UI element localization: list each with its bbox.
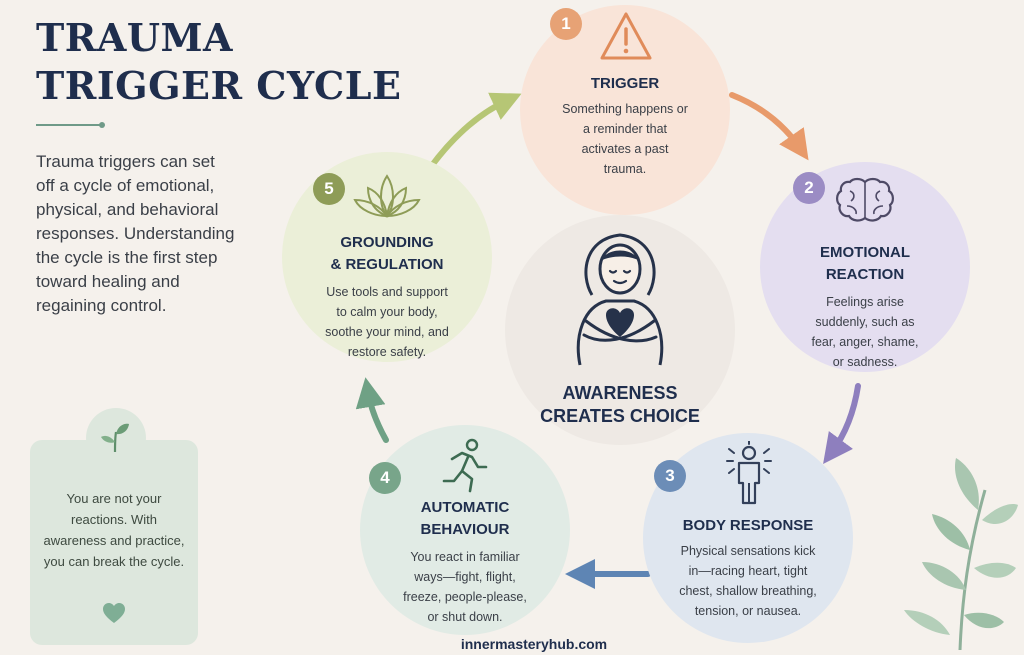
step-trigger: TRIGGER Something happens or a reminder … <box>520 5 730 215</box>
title-line-2: TRIGGER CYCLE <box>36 63 402 108</box>
step-number-badge: 5 <box>313 173 345 205</box>
intro-text: Trauma triggers can set off a cycle of e… <box>36 152 235 315</box>
footer-site: innermasteryhub.com <box>460 636 608 652</box>
center-title-line-2: CREATES CHOICE <box>540 406 700 426</box>
running-person-icon <box>442 438 488 493</box>
step-title-line-1: GROUNDING <box>340 234 434 251</box>
page-title: TRAUMA TRIGGER CYCLE <box>36 14 401 110</box>
step-automatic-behaviour: AUTOMATIC BEHAVIOUR You react in familia… <box>360 425 570 635</box>
self-hug-icon <box>576 233 664 366</box>
step-title-line-2: & REGULATION <box>330 256 444 273</box>
step-description: Feelings arise suddenly, such as fear, a… <box>811 295 919 369</box>
arrow-emotional-to-body <box>823 383 861 465</box>
lotus-icon <box>353 174 421 218</box>
title-divider <box>36 122 105 128</box>
step-title: BODY RESPONSE <box>682 517 814 534</box>
step-title-line-2: REACTION <box>825 266 905 283</box>
step-title-line-1: EMOTIONAL <box>820 244 910 261</box>
center-title-line-1: AWARENESS <box>562 383 678 403</box>
center-title: AWARENESS CREATES CHOICE <box>520 382 720 428</box>
center-awareness <box>505 215 735 445</box>
step-description: Something happens or a reminder that act… <box>562 102 688 176</box>
step-description: You react in familiar ways—fight, flight… <box>403 550 527 624</box>
warning-icon <box>600 12 652 60</box>
sprout-icon <box>101 423 129 453</box>
arrow-automatic-to-grounding <box>355 377 389 443</box>
title-line-1: TRAUMA <box>36 15 234 60</box>
arrow-grounding-to-trigger <box>427 92 522 171</box>
note-card: You are not your reactions. With awarene… <box>30 408 198 645</box>
step-title: TRIGGER <box>590 75 660 92</box>
note-text: You are not your reactions. With awarene… <box>43 491 185 569</box>
step-title-line-2: BEHAVIOUR <box>420 521 510 538</box>
arrow-trigger-to-emotional <box>729 92 809 161</box>
step-number-badge: 4 <box>369 462 401 494</box>
plant-leaves-decoration <box>904 458 1018 650</box>
step-description: Use tools and support to calm your body,… <box>325 285 449 359</box>
heart-icon <box>103 603 125 623</box>
brain-icon <box>836 177 894 222</box>
step-number-badge: 1 <box>550 8 582 40</box>
step-emotional-reaction: EMOTIONAL REACTION Feelings arise sudden… <box>760 162 970 372</box>
step-description: Physical sensations kick in—racing heart… <box>679 544 817 618</box>
step-number-badge: 2 <box>793 172 825 204</box>
step-title-line-1: AUTOMATIC <box>420 499 510 516</box>
step-number-badge: 3 <box>654 460 686 492</box>
body-tension-icon <box>726 441 772 505</box>
